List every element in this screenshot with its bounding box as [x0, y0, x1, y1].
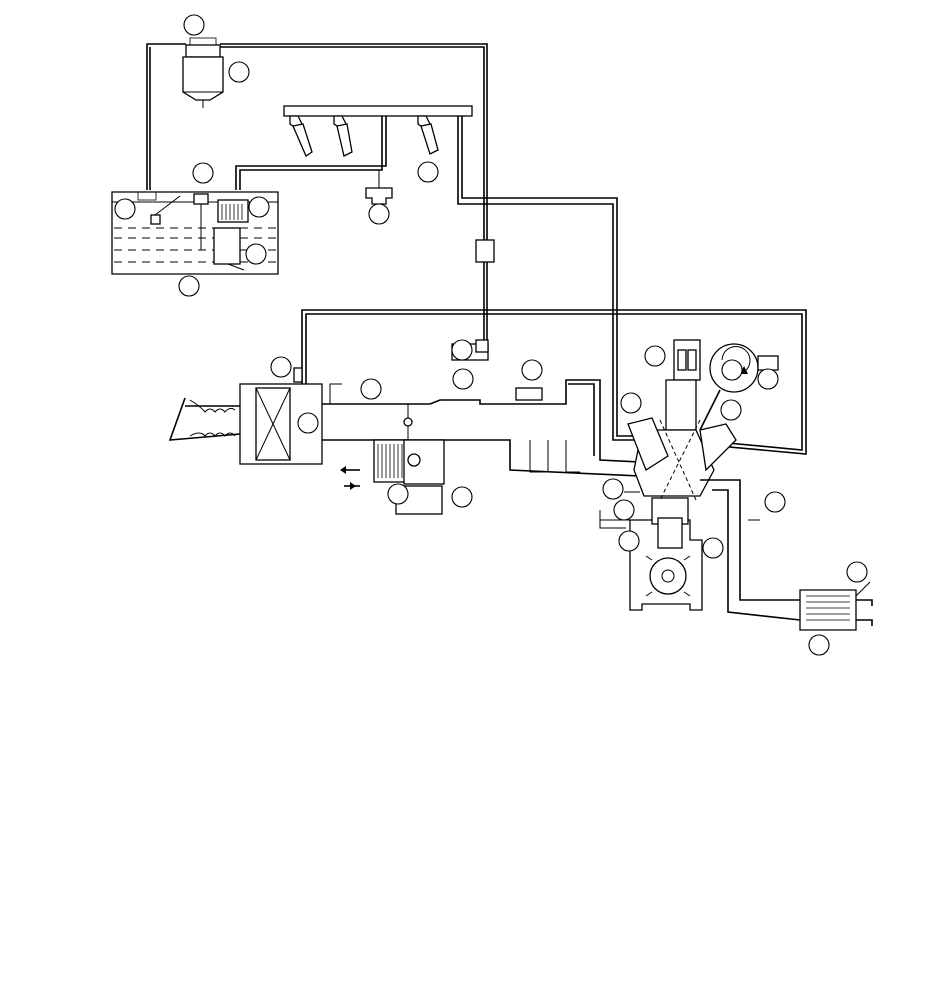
- callout-circle: [192, 162, 214, 184]
- callout-circle: [846, 561, 868, 583]
- purge-line: [301, 309, 807, 455]
- callout-circle: [613, 499, 635, 521]
- callout-13: [521, 359, 543, 381]
- callout-circle: [521, 359, 543, 381]
- callout-14: [297, 412, 319, 434]
- callout-21: [613, 499, 635, 521]
- fuel-injector-3: [417, 115, 439, 155]
- callout-2: [228, 61, 250, 83]
- callout-circle: [764, 491, 786, 513]
- throttle-sensor: [515, 387, 543, 401]
- cylinder-head: [627, 417, 737, 501]
- callout-circle: [620, 392, 642, 414]
- fuel-pump: [193, 193, 249, 271]
- ignition-coil: [665, 339, 701, 431]
- callout-circle: [178, 275, 200, 297]
- callout-circle: [451, 339, 473, 361]
- callout-24: [764, 491, 786, 513]
- callout-7: [245, 243, 267, 265]
- callout-circle: [270, 356, 292, 378]
- callout-22: [618, 530, 640, 552]
- callout-circle: [417, 161, 439, 183]
- callout-circle: [245, 243, 267, 265]
- callout-layer: [114, 14, 868, 656]
- callout-16: [644, 345, 666, 367]
- callout-circle: [720, 399, 742, 421]
- air-intake-duct: [168, 397, 241, 441]
- callout-8: [417, 161, 439, 183]
- callout-circle: [452, 368, 474, 390]
- callout-11: [360, 378, 382, 400]
- callout-17: [757, 368, 779, 390]
- callout-6: [178, 275, 200, 297]
- callout-circle: [248, 196, 270, 218]
- callout-circle: [114, 198, 136, 220]
- check-valve: [475, 239, 495, 346]
- callout-25: [846, 561, 868, 583]
- callout-12: [452, 368, 474, 390]
- callout-circle: [297, 412, 319, 434]
- callout-9: [368, 203, 390, 225]
- callout-circle: [644, 345, 666, 367]
- callout-circle: [618, 530, 640, 552]
- callout-15: [451, 486, 473, 508]
- callout-29: [387, 483, 409, 505]
- exhaust-manifold: [700, 479, 801, 621]
- fuel-pressure-regulator: [365, 170, 393, 205]
- callout-circle: [808, 634, 830, 656]
- callout-3: [192, 162, 214, 184]
- callout-1: [183, 14, 205, 36]
- callout-26: [808, 634, 830, 656]
- callout-circle: [451, 486, 473, 508]
- sensor-lines: [599, 491, 640, 529]
- fuel-lines: [146, 43, 488, 240]
- callout-circle: [702, 537, 724, 559]
- fuel-filter: [182, 37, 224, 108]
- callout-20: [602, 478, 624, 500]
- callout-10: [270, 356, 292, 378]
- engine-block: [629, 497, 703, 611]
- callout-circle: [360, 378, 382, 400]
- callout-27: [721, 359, 743, 381]
- idle-air-control-unit: [340, 439, 445, 515]
- callout-4: [114, 198, 136, 220]
- callout-23: [702, 537, 724, 559]
- callout-circle: [368, 203, 390, 225]
- callout-circle: [757, 368, 779, 390]
- callout-circle: [228, 61, 250, 83]
- catalytic-converter: [799, 581, 873, 631]
- callout-circle: [387, 483, 409, 505]
- callout-5: [248, 196, 270, 218]
- callout-circle: [602, 478, 624, 500]
- callout-28: [451, 339, 473, 361]
- callout-19: [720, 399, 742, 421]
- callout-circle: [721, 359, 743, 381]
- fuel-injector-1: [289, 115, 313, 157]
- callout-circle: [183, 14, 205, 36]
- fuel-injector-2: [333, 115, 353, 157]
- callout-18: [620, 392, 642, 414]
